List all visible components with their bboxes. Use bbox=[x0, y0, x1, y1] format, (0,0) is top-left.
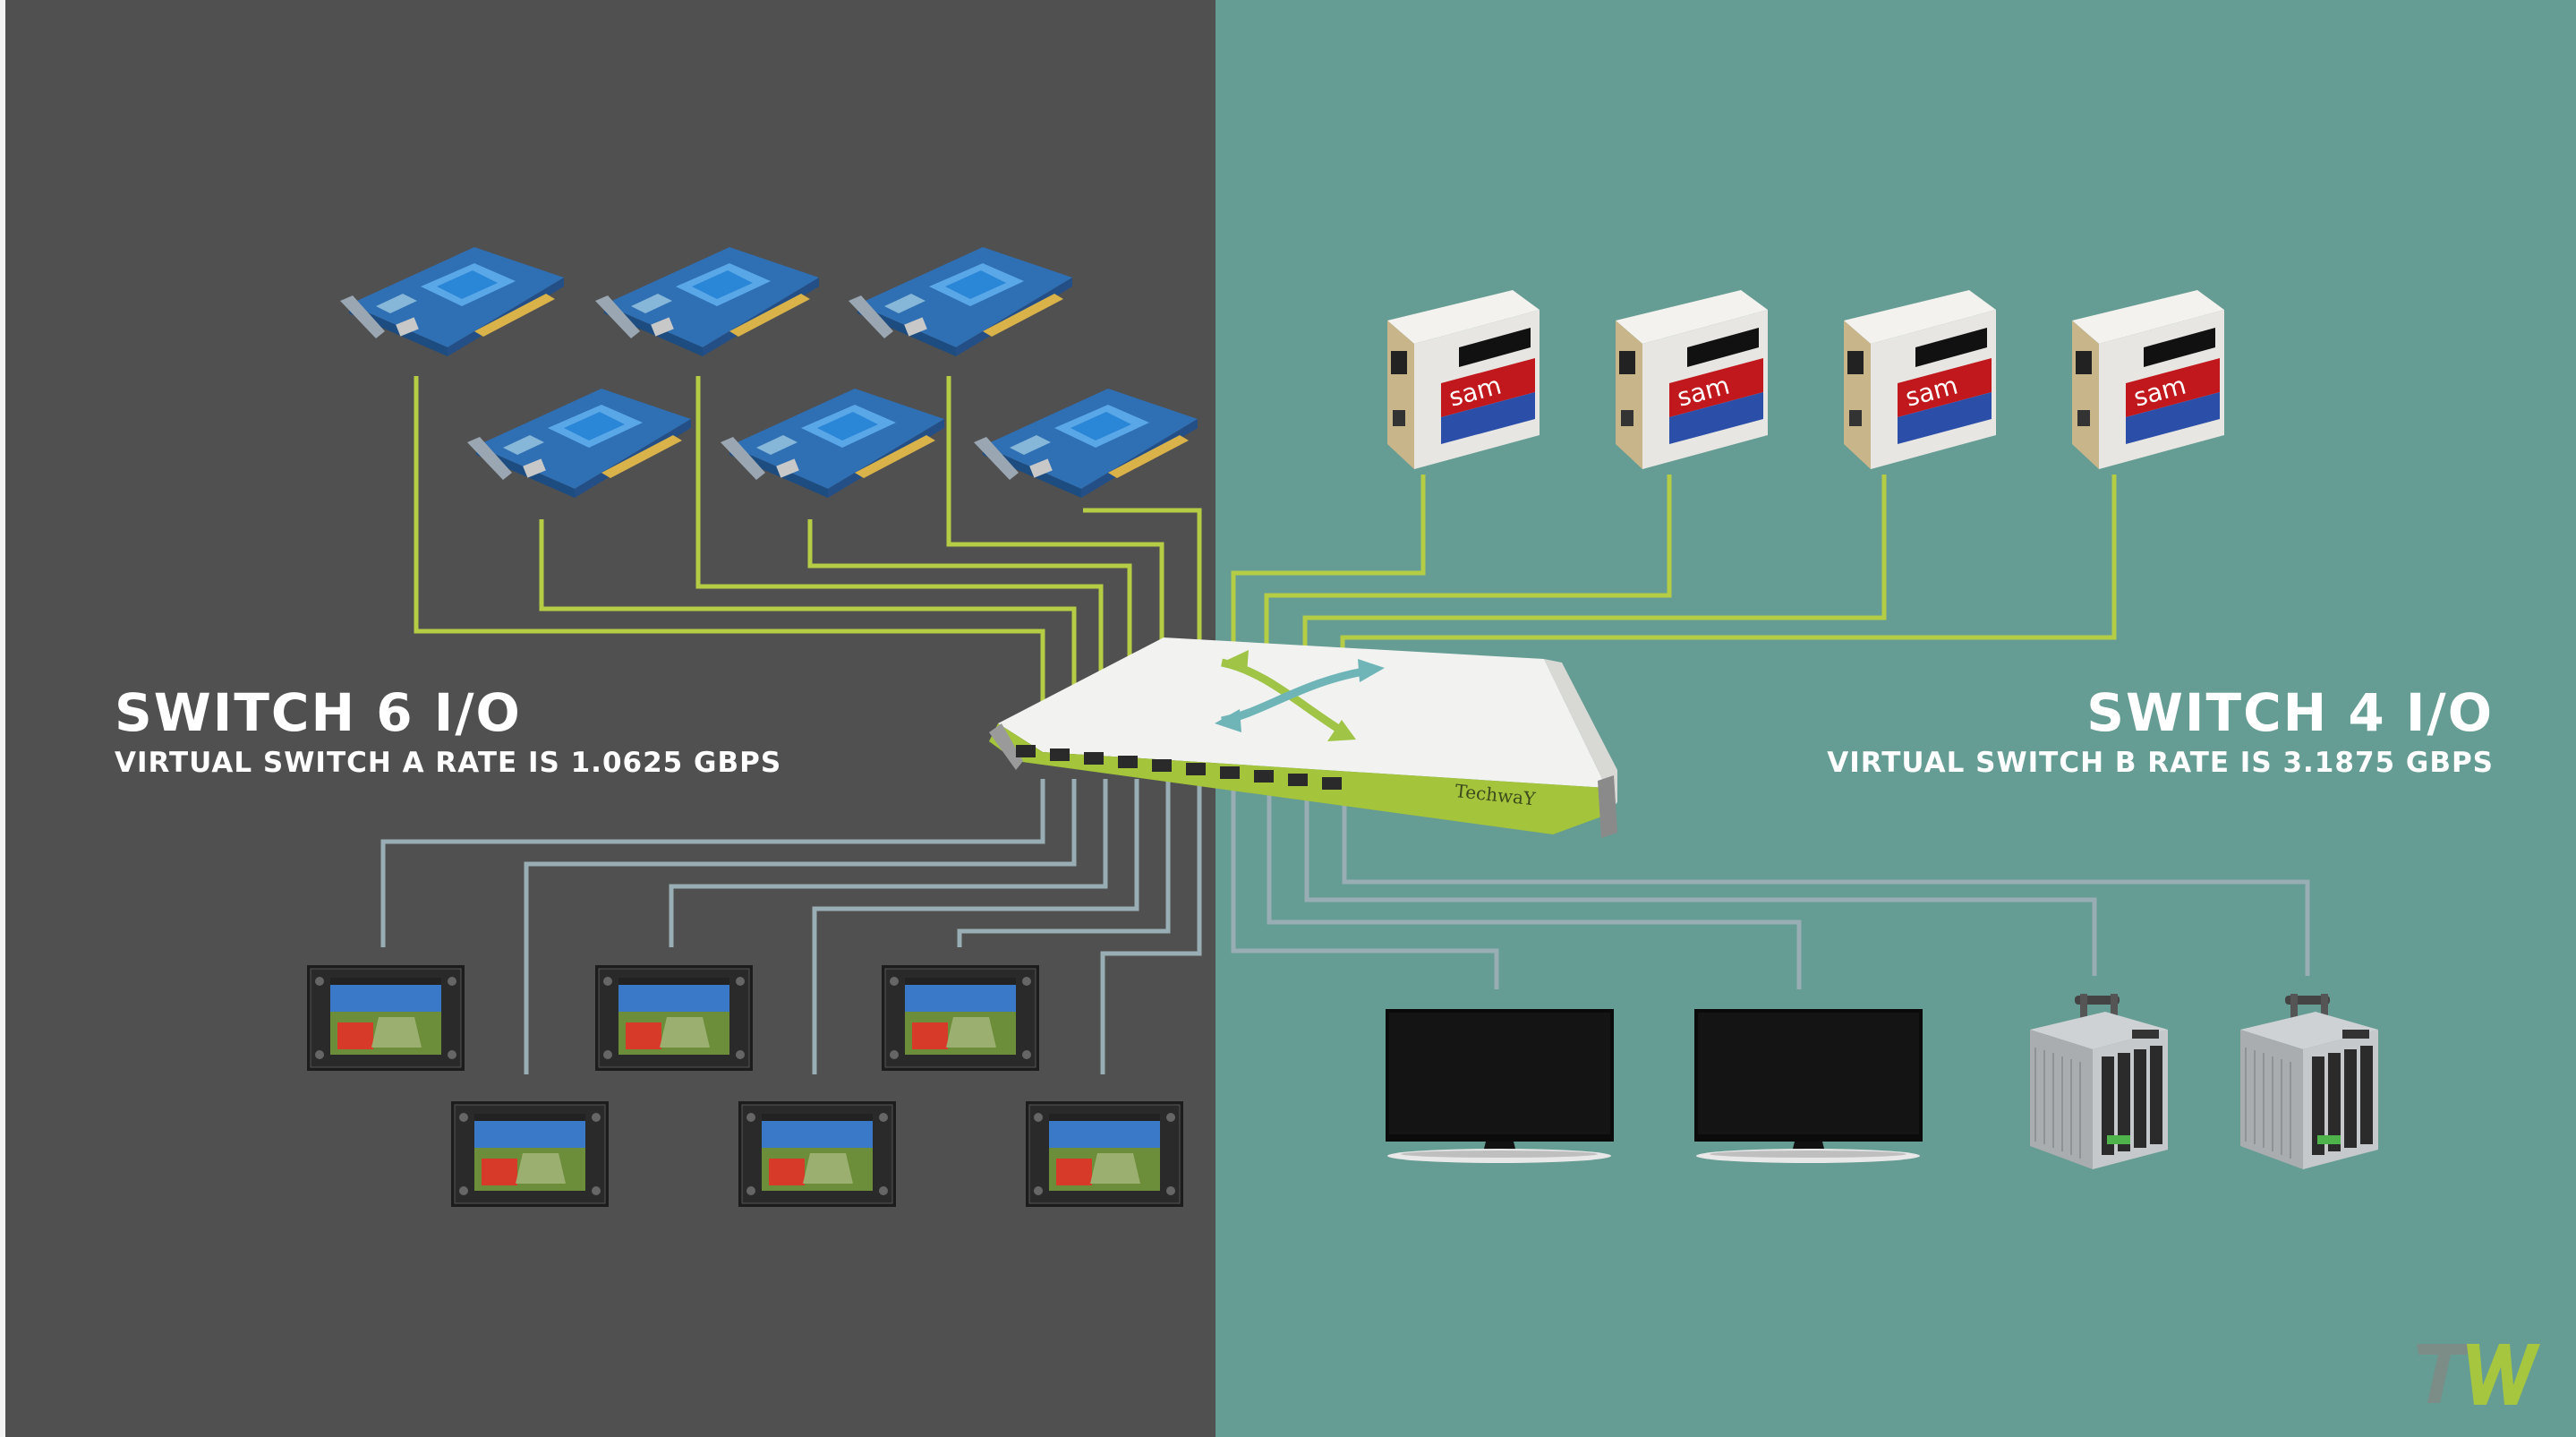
display-wire-4 bbox=[812, 779, 1139, 1074]
switch-port-5 bbox=[1152, 759, 1172, 772]
switch-port-6 bbox=[1186, 763, 1206, 775]
pcie-wire-3 bbox=[695, 376, 1104, 707]
right-title: SWITCH 4 I/O bbox=[2086, 682, 2494, 743]
pcie-card-1 bbox=[340, 242, 573, 376]
compact-computer-2 bbox=[2235, 994, 2387, 1173]
display-wire-5 bbox=[957, 779, 1171, 947]
switch-ports bbox=[1016, 745, 1342, 790]
monitor-1 bbox=[1386, 1007, 1614, 1164]
pcie-wire-1 bbox=[414, 376, 1045, 707]
sam-module-4 bbox=[2063, 285, 2233, 473]
cockpit-display-4 bbox=[451, 1101, 609, 1207]
compact-computer-1 bbox=[2025, 994, 2177, 1173]
switch-port-1 bbox=[1016, 745, 1036, 757]
pcie-card-6 bbox=[974, 383, 1207, 517]
display-wire-3 bbox=[669, 779, 1108, 947]
pcie-card-2 bbox=[595, 242, 828, 376]
techway-tw-logo-icon bbox=[2417, 1344, 2540, 1405]
switch-port-4 bbox=[1118, 756, 1138, 768]
left-heading: SWITCH 6 I/O VIRTUAL SWITCH A RATE IS 1.… bbox=[115, 682, 781, 779]
sam-wire-4 bbox=[1340, 475, 2117, 654]
right-subtitle: VIRTUAL SWITCH B RATE IS 3.1875 GBPS bbox=[1827, 747, 2494, 779]
cockpit-display-5 bbox=[738, 1101, 896, 1207]
cockpit-display-2 bbox=[595, 965, 753, 1071]
left-title: SWITCH 6 I/O bbox=[115, 682, 522, 743]
cockpit-display-1 bbox=[307, 965, 465, 1071]
display-wire-1 bbox=[380, 779, 1045, 947]
sam-wire-3 bbox=[1302, 475, 1887, 663]
pcie-card-5 bbox=[721, 383, 953, 517]
left-subtitle: VIRTUAL SWITCH A RATE IS 1.0625 GBPS bbox=[115, 747, 782, 779]
switch-port-3 bbox=[1084, 752, 1104, 765]
computer-wire-4 bbox=[1342, 797, 2310, 976]
computer-wire-1 bbox=[1231, 788, 1499, 989]
switch-port-7 bbox=[1220, 766, 1240, 779]
left-edge-strip bbox=[0, 0, 5, 1437]
right-heading: SWITCH 4 I/O VIRTUAL SWITCH B RATE IS 3.… bbox=[1827, 682, 2494, 779]
pcie-wire-4 bbox=[807, 519, 1132, 707]
switch-right-ear bbox=[1598, 775, 1617, 838]
switch-port-9 bbox=[1288, 774, 1308, 786]
computer-wire-3 bbox=[1304, 792, 2097, 976]
green-wire-group bbox=[414, 376, 2117, 707]
pcie-card-3 bbox=[849, 242, 1081, 376]
switch-arrows-icon bbox=[1215, 650, 1385, 741]
cockpit-display-6 bbox=[1026, 1101, 1183, 1207]
gray-wire-group bbox=[380, 779, 2310, 1074]
computer-wire-2 bbox=[1267, 788, 1802, 989]
sam-module-3 bbox=[1835, 285, 2005, 473]
network-switch: TechwaY bbox=[989, 637, 1617, 838]
display-wire-2 bbox=[524, 779, 1077, 1074]
sam-wire-1 bbox=[1231, 475, 1426, 680]
switch-left-ear bbox=[989, 723, 1023, 770]
cockpit-display-3 bbox=[882, 965, 1039, 1071]
monitor-2 bbox=[1694, 1007, 1923, 1164]
sam-wire-2 bbox=[1264, 475, 1672, 680]
sam-module-2 bbox=[1607, 285, 1777, 473]
switch-port-2 bbox=[1050, 748, 1070, 761]
pcie-wire-2 bbox=[539, 519, 1077, 707]
switch-port-8 bbox=[1254, 770, 1274, 783]
switch-top-surface bbox=[998, 637, 1607, 788]
pcie-card-4 bbox=[467, 383, 700, 517]
switch-port-10 bbox=[1322, 777, 1342, 790]
pcie-wire-5 bbox=[946, 376, 1164, 707]
display-wire-6 bbox=[1100, 779, 1202, 1074]
sam-module-1 bbox=[1378, 285, 1548, 473]
